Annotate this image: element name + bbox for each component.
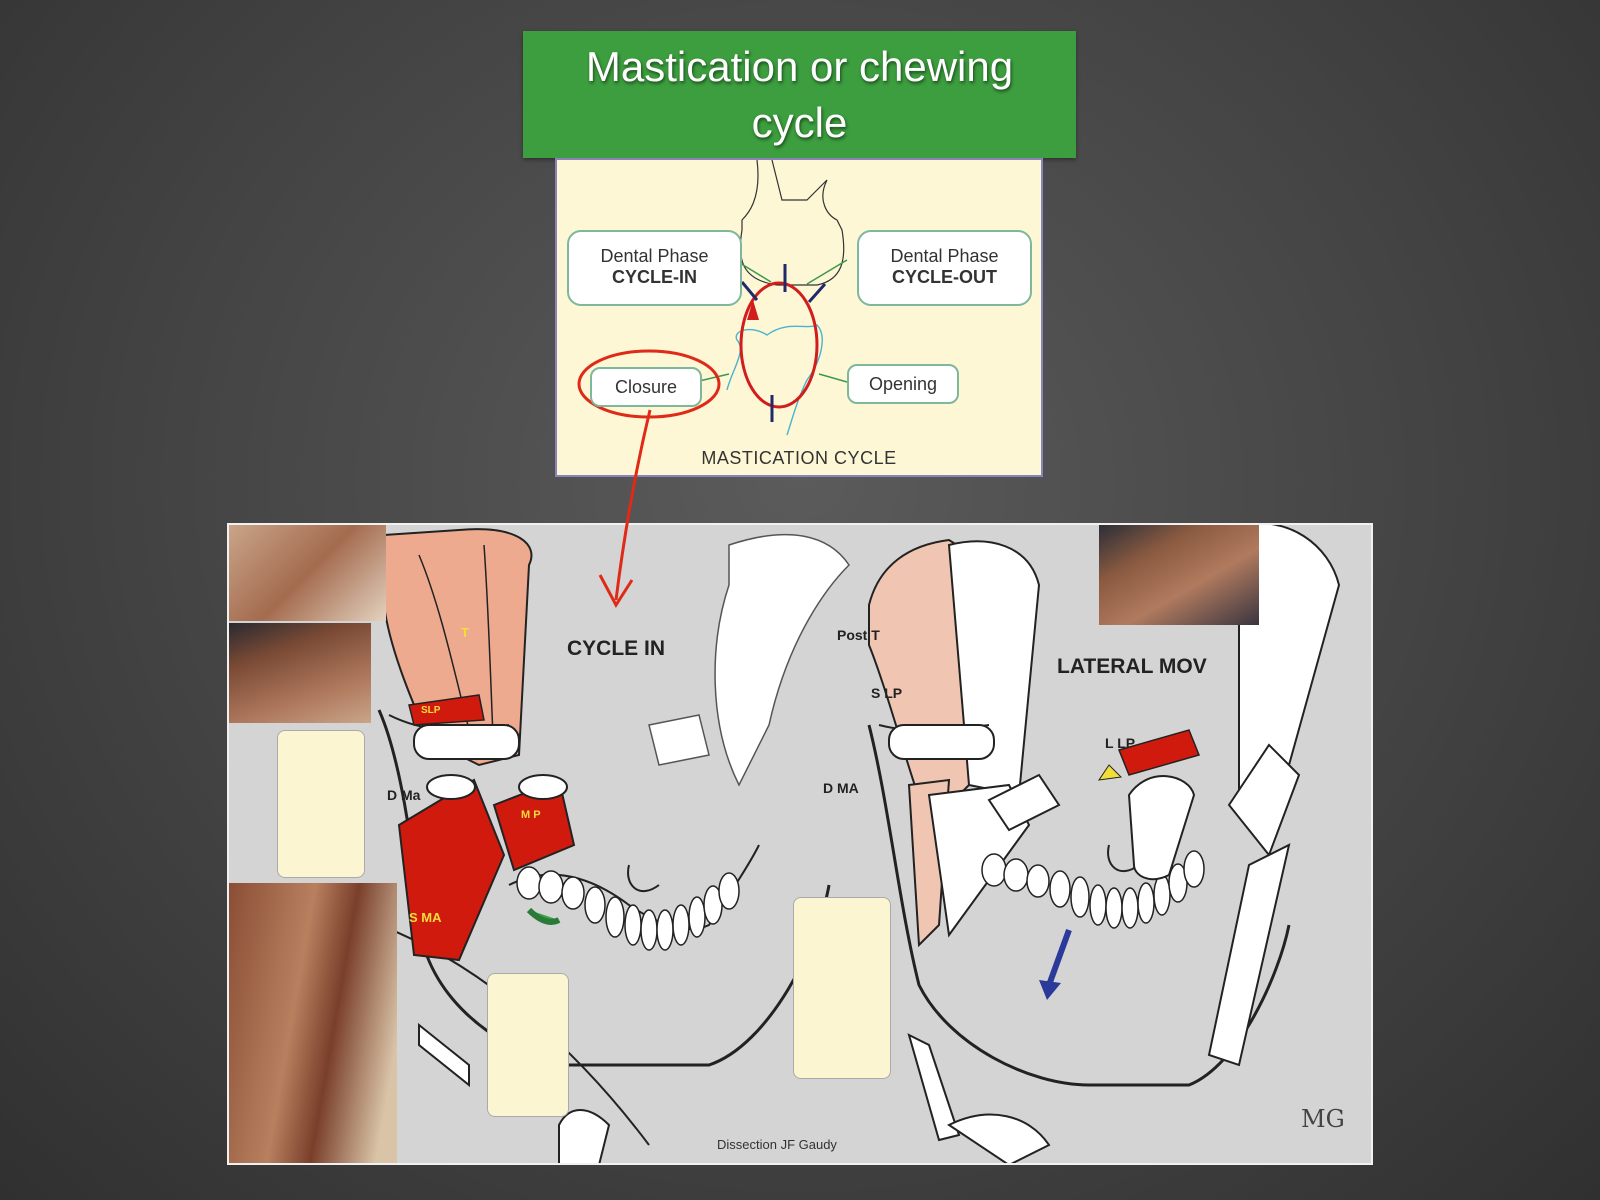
tick-mark xyxy=(740,281,759,301)
leader-arrow xyxy=(806,259,848,285)
cycle-drawing xyxy=(577,160,848,436)
lower-tooth-outline xyxy=(726,324,823,436)
condyle-cylinder xyxy=(413,724,520,760)
cycle-out-line1: Dental Phase xyxy=(890,246,999,266)
cycle-in-line1: Dental Phase xyxy=(600,246,709,266)
opening-box: Opening xyxy=(847,364,959,404)
label-dma-right: D MA xyxy=(823,780,859,796)
dissection-photo-1 xyxy=(229,525,386,621)
cycle-in-line2: CYCLE-IN xyxy=(612,267,697,287)
label-sma: S MA xyxy=(409,910,442,925)
mandible-right xyxy=(867,724,1291,1087)
cycle-caption: MASTICATION CYCLE xyxy=(701,448,897,468)
signature-logo: MG xyxy=(1301,1105,1345,1133)
upper-tooth-outline xyxy=(739,160,845,286)
blue-arrow-right xyxy=(1046,928,1072,987)
closure-box: Closure xyxy=(590,367,702,407)
slp-muscle xyxy=(408,694,485,726)
cycle-loop xyxy=(739,281,819,409)
occlusion-inset-3 xyxy=(793,897,891,1079)
label-slp-left: SLP xyxy=(421,705,441,716)
mandible-left xyxy=(377,709,831,1067)
tick-mark xyxy=(807,283,827,303)
dissection-figure: CYCLE IN LATERAL MOV T SLP D Ma M P S MA… xyxy=(227,523,1373,1165)
cycle-in-box: Dental Phase CYCLE-IN xyxy=(567,230,742,306)
title-banner: Mastication or chewing cycle xyxy=(523,31,1076,158)
lateral-mov-title: LATERAL MOV xyxy=(1057,655,1207,678)
cycle-out-line2: CYCLE-OUT xyxy=(892,267,997,287)
sma-muscle xyxy=(397,778,506,962)
dissection-photo-4 xyxy=(1099,525,1259,625)
zygoma-left xyxy=(714,533,850,787)
label-llp: L LP xyxy=(1105,735,1136,751)
slide-title: Mastication or chewing cycle xyxy=(585,42,1014,146)
cycle-in-title: CYCLE IN xyxy=(567,637,666,660)
label-slp-right: S LP xyxy=(871,685,903,701)
dissection-photo-3 xyxy=(229,883,397,1163)
occlusion-inset-1 xyxy=(277,730,365,878)
cycle-out-box: Dental Phase CYCLE-OUT xyxy=(857,230,1032,306)
occlusion-inset-2 xyxy=(487,973,569,1117)
label-t: T xyxy=(461,625,469,640)
dissection-photo-2 xyxy=(229,623,371,723)
llp-muscle xyxy=(1117,729,1201,776)
credit-text: Dissection JF Gaudy xyxy=(717,1137,837,1152)
skull-drawing xyxy=(377,525,1341,1163)
cycle-arrowhead xyxy=(747,300,759,320)
label-mp: M P xyxy=(521,809,541,821)
label-dma-left: D Ma xyxy=(387,787,421,803)
label-post-t: Post T xyxy=(837,627,880,643)
mastication-cycle-diagram: Dental Phase CYCLE-IN Dental Phase CYCLE… xyxy=(555,158,1043,477)
leader-arrow xyxy=(818,373,848,383)
llp-arrow xyxy=(1097,764,1123,781)
